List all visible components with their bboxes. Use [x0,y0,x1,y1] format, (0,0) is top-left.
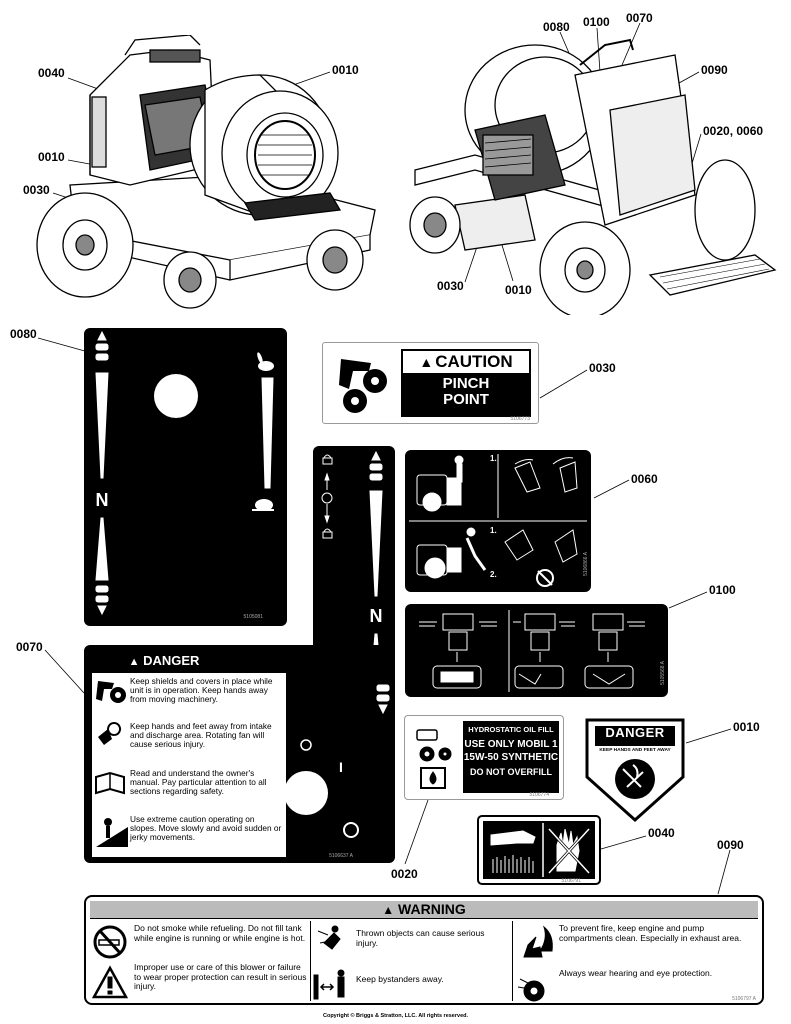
warning-text-1: Do not smoke while refueling. Do not fil… [134,923,306,943]
warning-text-2: Improper use or care of this blower or f… [134,962,307,991]
callout-0010: 0010 [38,150,65,164]
decal-0060-graphics [409,454,587,587]
blower-machine-front-view [36,35,376,309]
divider [512,921,513,1001]
callout-0090: 0090 [717,838,744,852]
warning-header-bar: ▲ WARNING [90,901,758,919]
decal-0080: N 5105081 [84,328,287,626]
callout-0100: 0100 [583,15,610,29]
decal-0100: 5105568 A [405,604,668,697]
caution-line-2: POINT [443,391,489,408]
decal-0070-upper: N [313,446,395,661]
decal-0040-panel [483,821,595,879]
callout-0030: 0030 [589,361,616,375]
part-number: 5106791 [561,878,581,884]
oil-fill-line-4: DO NOT OVERFILL [470,767,552,777]
callout-0020: 0020 [391,867,418,881]
decal-0060: 1. 1. 2. 5106866 A [405,450,591,592]
callout-0080: 0080 [10,327,37,341]
danger-items-panel [92,673,286,857]
oil-fill-line-3: 15W-50 SYNTHETIC [463,752,559,763]
callout-0040: 0040 [38,66,65,80]
blower-machine-rear-view [409,38,777,315]
callout-0010: 0010 [332,63,359,77]
callout-0030: 0030 [23,183,50,197]
step-1-top: 1. [490,454,497,463]
decal-0070-upper-graphics [321,450,383,661]
pinch-point-icon [339,359,387,413]
warning-header: WARNING [398,901,466,917]
part-number: 5106774 [529,792,549,798]
decal-0020: HYDROSTATIC OIL FILL USE ONLY MOBIL 1 15… [404,715,564,800]
warning-text-3: Thrown objects can cause serious injury. [356,928,485,948]
copyright: Copyright © Briggs & Stratton, LLC. All … [322,1013,469,1019]
decal-0090: ▲ WARNING [84,895,764,1005]
part-number: 5105081 [243,614,263,620]
hot-surface-icon [490,823,591,877]
callout-0060: 0060 [631,472,658,486]
warning-text-6: Always wear hearing and eye protection. [559,968,713,978]
decal-0070-controls [284,684,390,838]
oil-fill-text-panel: HYDROSTATIC OIL FILL USE ONLY MOBIL 1 15… [463,721,559,793]
danger-item-4: Use extreme caution operating on slopes.… [130,814,282,843]
callout-0010: 0010 [733,720,760,734]
decal-0080-graphics [95,330,274,616]
oil-fill-line-2: USE ONLY MOBIL 1 [464,739,558,750]
decal-0030: ▲ CAUTION PINCH POINT 5106773 [322,342,539,424]
warning-triangle-icon: ▲ [128,656,140,668]
danger-item-3: Read and understand the owner's manual. … [130,768,267,797]
warning-text-4: Keep bystanders away. [356,974,444,984]
part-number: 5106637 A [329,853,353,859]
danger-icons [95,681,128,847]
danger-header-row: ▲ DANGER [84,653,244,668]
part-number: 5106797 A [732,996,756,1002]
decal-0010-header: DANGER [605,725,665,740]
callout-0010: 0010 [505,283,532,297]
warning-triangle-icon: ▲ [419,354,434,370]
step-2: 2. [490,570,497,579]
oil-fill-line-1: HYDROSTATIC OIL FILL [468,725,554,734]
callout-0030: 0030 [437,279,464,293]
callout-0020-0060: 0020, 0060 [703,124,764,138]
caution-header: CAUTION [435,352,513,371]
caution-line-1: PINCH [442,375,490,392]
oil-fill-icon [416,729,452,789]
decal-0010-sub: KEEP HANDS AND FEET AWAY [599,748,671,753]
callout-0070: 0070 [626,11,653,25]
divider [310,921,311,1001]
decal-0100-graphics [419,610,645,692]
neutral-letter: N [95,490,109,510]
decal-0070: ▲ DANGER Keep shields and covers in plac… [84,645,395,863]
warning-triangle-icon: ▲ [382,903,395,917]
danger-header: DANGER [143,653,200,668]
caution-panel: ▲ CAUTION PINCH POINT [401,349,531,417]
decal-0040: 5106791 [477,815,601,885]
callout-0090: 0090 [701,63,728,77]
neutral-letter: N [369,606,383,626]
ignition-mark: I [339,759,343,775]
decal-0010 [585,718,685,823]
callout-0100: 0100 [709,583,736,597]
callout-0080: 0080 [543,20,570,34]
warning-text-5: To prevent fire, keep engine and pump co… [559,923,742,943]
part-number: 5105568 A [660,661,666,685]
step-1-bottom: 1. [490,526,497,535]
part-number: 5106773 [510,416,530,422]
callout-0040: 0040 [648,826,675,840]
warning-icons [92,925,553,1002]
part-number: 5106866 A [583,552,589,576]
danger-item-1: Keep shields and covers in place while u… [130,676,273,705]
callout-0070: 0070 [16,640,43,654]
danger-item-2: Keep hands and feet away from intake and… [130,721,272,750]
